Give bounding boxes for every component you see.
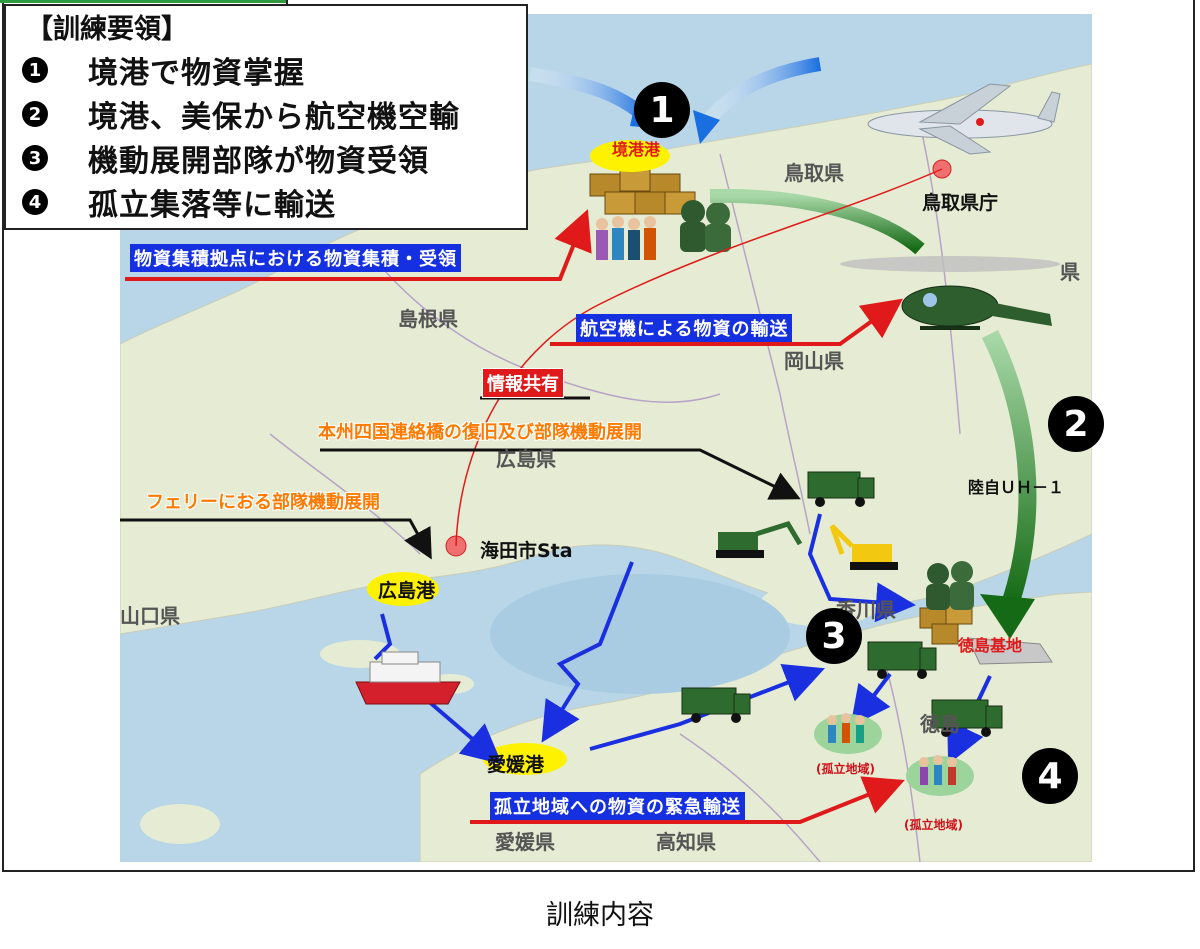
- truck-icon: [807, 471, 875, 507]
- pref-tokushima: 徳島: [920, 712, 960, 736]
- pref-tottori: 鳥取県: [784, 161, 844, 185]
- legend-item: 1 境港で物資掌握: [18, 48, 514, 92]
- pref-yamaguchi: 山口県: [120, 604, 180, 628]
- isolated-group-icon: [814, 713, 882, 754]
- callout-emergency: 孤立地域への物資の緊急輸送: [490, 792, 745, 820]
- callout-air-transport: 航空機による物資の輸送: [576, 314, 793, 342]
- legend-box: 【訓練要領】 1 境港で物資掌握 2 境港、美保から航空機空輸 3 機動展開部隊…: [4, 4, 528, 230]
- isolated-group-icon: [906, 755, 974, 796]
- soldiers-icon: [926, 561, 974, 610]
- step-marker-3: 3: [806, 608, 862, 664]
- place-kaitashi: 海田市Sta: [480, 540, 573, 562]
- pref-okayama: 岡山県: [784, 349, 844, 373]
- legend-number: 3: [22, 145, 48, 171]
- air-arrow-right: [699, 57, 822, 129]
- step-marker-1: 1: [634, 82, 690, 138]
- route-bridge-down: [807, 513, 916, 623]
- top-accent-line: [0, 0, 288, 3]
- excavator-icon: [716, 521, 803, 558]
- pref-kochi: 高知県: [656, 830, 716, 854]
- green-flight-arrow-top: [709, 188, 925, 255]
- figure-caption: 訓練内容: [546, 900, 654, 931]
- callout-bridge: 本州四国連絡橋の復旧及び部隊機動展開: [318, 422, 642, 443]
- truck-icon: [681, 687, 751, 723]
- port-label-sakaiminato: 境港港: [612, 140, 661, 159]
- port-highlight-sakai: [590, 140, 670, 172]
- helicopter-icon: [840, 256, 1060, 330]
- pref-hiroshima: 広島県: [496, 447, 556, 471]
- route-to-isolated1: [850, 672, 892, 727]
- step-marker-4: 4: [1022, 748, 1078, 804]
- pref-fragment: 県: [1060, 260, 1080, 284]
- legend-item: 4 孤立集落等に輸送: [18, 180, 514, 224]
- excavator-icon: [829, 524, 898, 570]
- legend-text: 境港で物資掌握: [88, 56, 305, 91]
- legend-item: 2 境港、美保から航空機空輸: [18, 92, 514, 136]
- port-label-hiroshima: 広島港: [378, 580, 436, 602]
- place-helicopter: 陸自ＵＨ－１: [968, 478, 1065, 497]
- pref-ehime: 愛媛県: [495, 830, 555, 854]
- ship-icon: [355, 651, 461, 705]
- air-arrow-right-head: [693, 110, 720, 144]
- truck-icon: [931, 699, 1003, 737]
- isolated-label-1: (孤立地域): [816, 762, 875, 776]
- legend-number: 1: [22, 57, 48, 83]
- legend-text: 境港、美保から航空機空輸: [88, 100, 460, 135]
- inland-sea: [490, 574, 790, 694]
- people-group-icon: [596, 216, 656, 260]
- airplane-icon: [867, 83, 1061, 155]
- air-transport-arrow: [550, 298, 903, 346]
- legend-number: 4: [22, 189, 48, 215]
- port-highlight-ehime: [483, 743, 567, 775]
- callout-collect: 物資集積拠点における物資集積・受領: [130, 244, 461, 272]
- step-marker-2: 2: [1048, 396, 1104, 452]
- port-highlight-hiroshima: [367, 572, 439, 606]
- ferry-arrow: [120, 518, 432, 560]
- info-share-curve: [455, 168, 943, 547]
- green-flight-arrow-down: [981, 329, 1037, 607]
- base-pad: [967, 637, 1053, 665]
- callout-ferry: フェリーにおる部隊機動展開: [146, 492, 380, 513]
- emergency-arrow: [470, 776, 905, 824]
- cargo-boxes-icon: [589, 168, 696, 215]
- legend-item: 3 機動展開部隊が物資受領: [18, 136, 514, 180]
- pref-shimane: 島根県: [398, 307, 458, 331]
- green-flight-arrowhead: [980, 594, 1035, 639]
- island: [140, 804, 220, 844]
- route-hiroshima-ship: [373, 613, 393, 661]
- place-tokushima-base: 徳島基地: [958, 636, 1023, 655]
- legend-number: 2: [22, 101, 48, 127]
- legend-text: 機動展開部隊が物資受領: [88, 144, 429, 179]
- port-label-ehime: 愛媛港: [487, 754, 545, 776]
- legend-text: 孤立集落等に輸送: [88, 188, 336, 223]
- collect-arrow: [125, 209, 592, 281]
- route-ehime-east: [589, 663, 825, 751]
- soldiers-icon: [680, 200, 731, 252]
- bridge-arrow: [320, 448, 801, 500]
- route-zigzag: [541, 561, 634, 743]
- isolated-label-2: (孤立地域): [904, 818, 963, 832]
- callout-info-share: 情報共有: [482, 368, 564, 398]
- place-tottori-office: 鳥取県庁: [922, 192, 999, 214]
- pref-boundary: [679, 733, 821, 862]
- truck-icon: [867, 641, 937, 679]
- legend-title: 【訓練要領】: [26, 14, 188, 45]
- island: [320, 640, 400, 668]
